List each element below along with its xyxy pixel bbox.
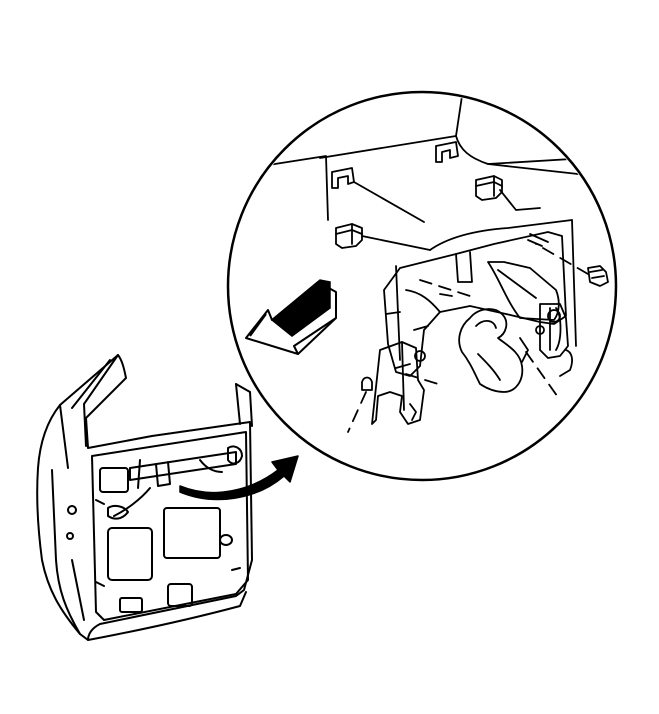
latch-screw-right — [588, 266, 608, 286]
handle-lever — [372, 342, 425, 424]
upper-clip-right — [436, 142, 458, 162]
lower-clip-right — [476, 176, 502, 200]
door-panel — [37, 355, 252, 640]
rod-boot — [459, 309, 522, 392]
latch-screw-left — [362, 378, 372, 391]
lower-clip-left — [336, 224, 362, 248]
detail-pointer-arrow — [180, 456, 298, 499]
alignment-lines — [348, 244, 588, 432]
latch-bracket — [384, 232, 566, 376]
upper-clip-left — [332, 168, 354, 188]
latch-mechanism — [488, 262, 572, 376]
detail-magnifier — [228, 92, 616, 480]
removal-direction-arrow — [246, 280, 336, 354]
